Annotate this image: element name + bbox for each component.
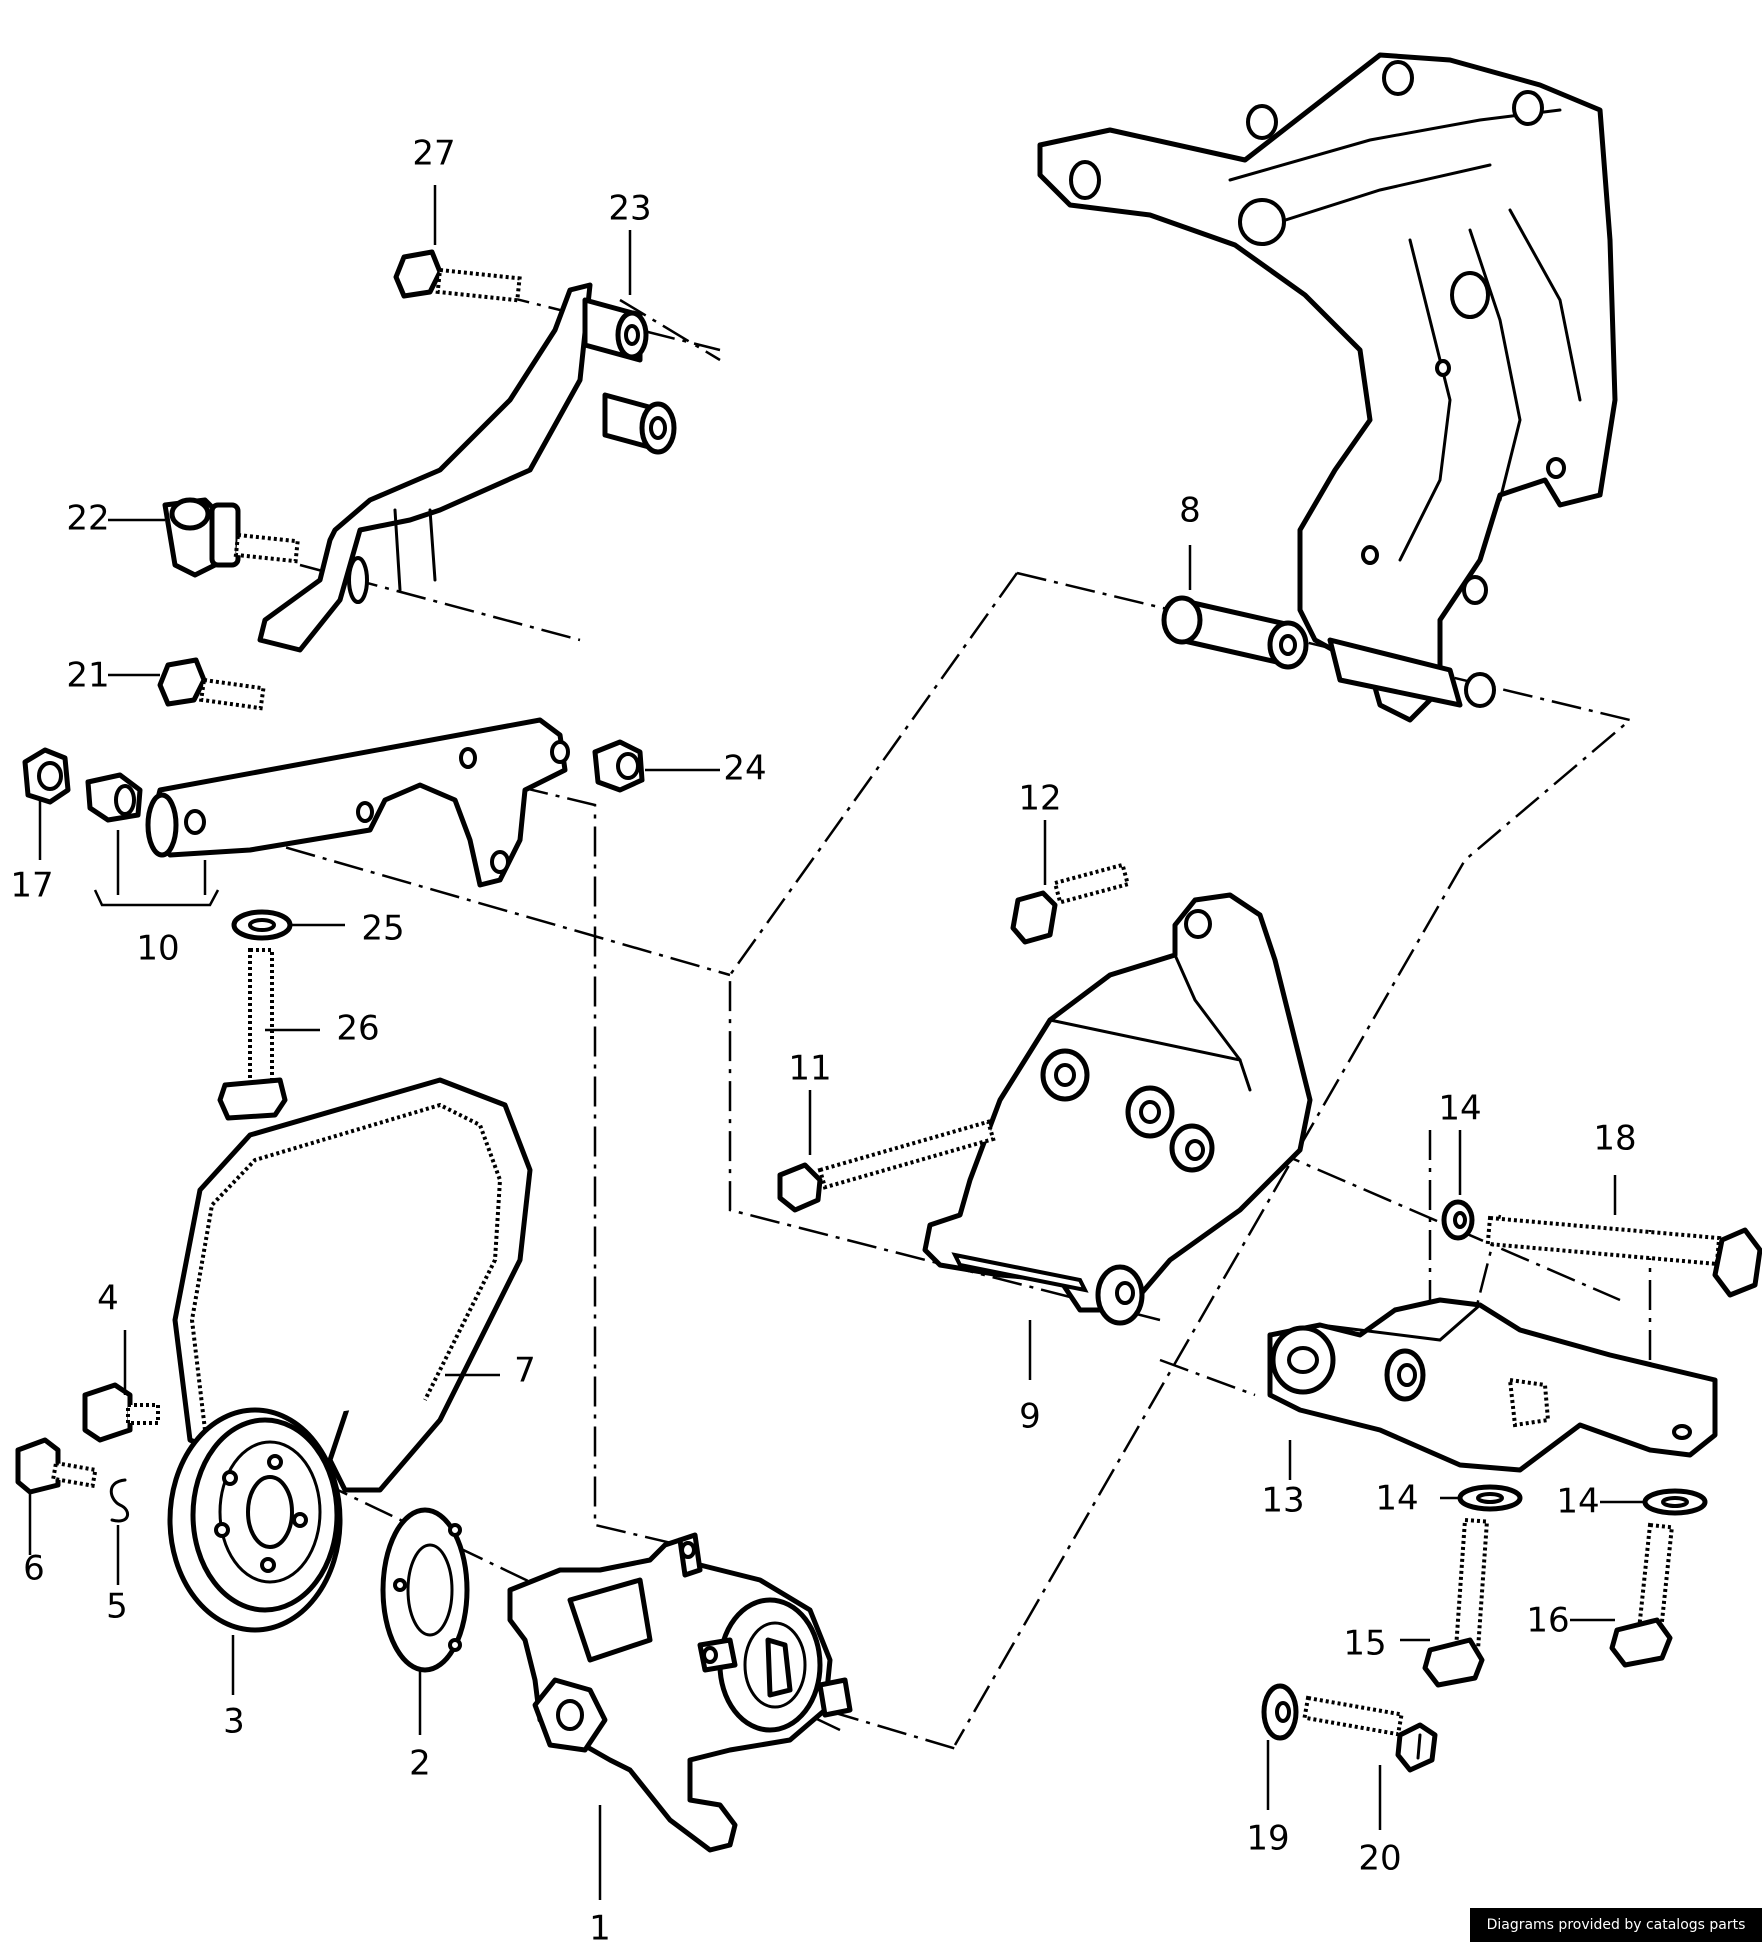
callout-17: 17 — [10, 866, 53, 906]
nut-24 — [592, 739, 645, 793]
nut-17 — [22, 747, 71, 805]
callout-1: 1 — [589, 1909, 611, 1942]
bolt-18 — [1485, 1215, 1762, 1298]
credit-banner: Diagrams provided by catalogs parts — [1470, 1908, 1762, 1942]
callout-11: 11 — [788, 1049, 831, 1089]
callout-23: 23 — [608, 189, 651, 229]
callout-12: 12 — [1018, 779, 1061, 819]
callout-20: 20 — [1358, 1839, 1401, 1879]
callout-21: 21 — [66, 656, 109, 696]
washer-25 — [231, 909, 293, 941]
callout-15: 15 — [1343, 1624, 1386, 1664]
callout-14-upper: 14 — [1438, 1089, 1481, 1129]
bolt-6 — [15, 1437, 98, 1495]
washer-14-right — [1642, 1488, 1708, 1516]
bolt-16 — [1609, 1522, 1675, 1668]
callout-9: 9 — [1019, 1397, 1041, 1437]
callout-2: 2 — [409, 1744, 431, 1784]
callout-7: 7 — [514, 1351, 536, 1391]
bolt-21 — [157, 657, 266, 711]
callout-22: 22 — [66, 499, 109, 539]
callout-10: 10 — [136, 929, 179, 969]
callout-5: 5 — [106, 1587, 128, 1627]
v-belt-7 — [172, 1077, 533, 1493]
bolt-12 — [1010, 862, 1131, 945]
bolt-27 — [393, 249, 522, 303]
spring-clip-5 — [109, 1478, 129, 1523]
callout-24: 24 — [723, 749, 766, 789]
spacer-sleeve-8 — [1161, 595, 1309, 670]
washer-14-left — [1457, 1484, 1523, 1512]
callout-26: 26 — [336, 1009, 379, 1049]
callout-4: 4 — [97, 1279, 119, 1319]
engine-carrier-bracket — [1037, 52, 1618, 723]
callout-14-right: 14 — [1556, 1482, 1599, 1522]
pulley-3 — [167, 1407, 343, 1633]
callout-3: 3 — [223, 1702, 245, 1742]
callout-19: 19 — [1246, 1819, 1289, 1859]
washer-19 — [1261, 1683, 1299, 1741]
hub-plate-2 — [380, 1507, 470, 1673]
callout-6: 6 — [23, 1549, 45, 1589]
callout-8: 8 — [1179, 491, 1201, 531]
tensioner-arm-10 — [145, 717, 570, 888]
support-bracket-23 — [257, 282, 677, 653]
callout-labels: 27 23 22 21 24 17 10 25 26 8 12 11 9 14 … — [10, 134, 1636, 1942]
bolt-15 — [1422, 1517, 1490, 1688]
callout-leaders — [28, 185, 1645, 1900]
callout-25: 25 — [361, 909, 404, 949]
tensioner-bracket-13 — [1267, 1297, 1718, 1473]
callout-13: 13 — [1261, 1481, 1304, 1521]
steering-pump-1 — [507, 1532, 853, 1853]
bolt-26 — [217, 948, 288, 1121]
washer-14-upper — [1441, 1199, 1475, 1241]
callout-18: 18 — [1593, 1119, 1636, 1159]
callout-16: 16 — [1526, 1601, 1569, 1641]
callout-27: 27 — [412, 134, 455, 174]
pump-bracket-9 — [922, 892, 1313, 1326]
bolt-11 — [777, 1119, 996, 1213]
bolt-20 — [1302, 1695, 1438, 1773]
eye-bolt-22 — [162, 497, 300, 578]
sleeve-10 — [85, 772, 143, 823]
bolt-4 — [82, 1382, 160, 1443]
callout-14-left: 14 — [1375, 1479, 1418, 1519]
